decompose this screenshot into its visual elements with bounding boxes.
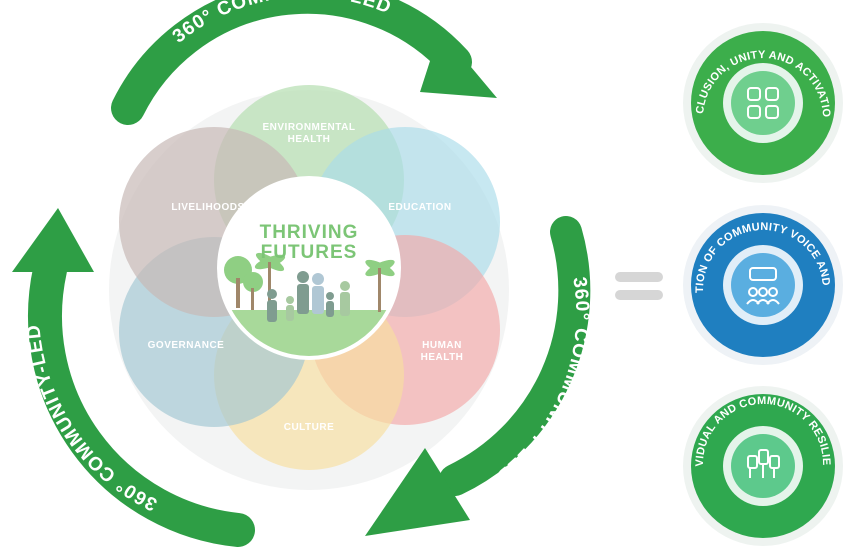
joined-hands-icon <box>747 87 779 119</box>
left-arrow-head <box>12 208 94 272</box>
label-environmental-health-2: HEALTH <box>288 134 331 145</box>
label-environmental-health: ENVIRONMENTAL <box>263 122 356 133</box>
label-education: EDUCATION <box>388 202 451 213</box>
left-arrow <box>28 253 255 547</box>
right-arrow <box>439 216 591 496</box>
top-arrow-head <box>420 30 497 98</box>
speech-group-icon <box>746 267 780 305</box>
palm-tree-icon <box>365 259 395 312</box>
center-circle: THRIVING FUTURES <box>217 176 401 360</box>
center-title-line2: FUTURES <box>261 242 358 263</box>
family-icon <box>267 271 350 322</box>
label-human-health: HUMAN <box>422 340 462 351</box>
raised-fists-icon <box>747 449 780 478</box>
center-title-line1: THRIVING <box>260 222 359 243</box>
equals-sign-icon <box>615 272 663 300</box>
label-livelihoods: LIVELIHOODS <box>171 202 244 213</box>
label-human-health-2: HEALTH <box>421 352 464 363</box>
label-culture: CULTURE <box>284 422 335 433</box>
top-arrow <box>111 0 472 125</box>
label-governance: GOVERNANCE <box>148 340 225 351</box>
right-arrow-head <box>365 448 470 536</box>
palm-tree-icon <box>254 252 286 310</box>
